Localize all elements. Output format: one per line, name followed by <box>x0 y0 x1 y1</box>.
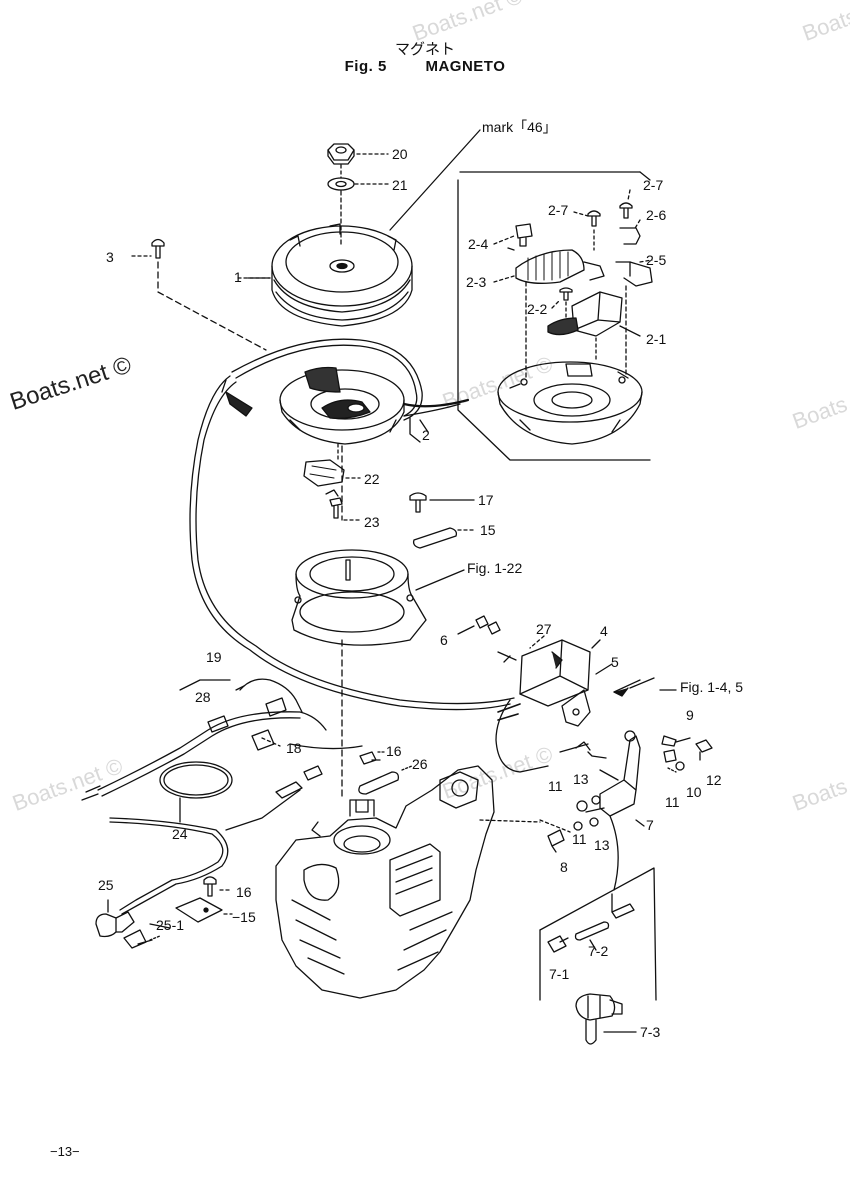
screw-part-23 <box>325 489 343 519</box>
part-label-25: 25 <box>98 877 114 893</box>
part-label-16-upper: 16 <box>386 743 402 759</box>
coil-detail-box <box>539 867 657 1001</box>
part-label-1: 1 <box>234 269 242 285</box>
part-label-13-lower: 13 <box>594 837 610 853</box>
part-label-22: 22 <box>364 471 380 487</box>
washer-part-21 <box>327 177 355 191</box>
part-label-12: 12 <box>706 772 722 788</box>
part-label-11-lower: 11 <box>572 831 587 847</box>
stator-base-part-2 <box>279 366 405 445</box>
mark-46-label: mark「46」 <box>482 119 557 135</box>
part-label-3: 3 <box>106 249 114 265</box>
ignition-coil-part-7 <box>559 730 641 891</box>
ref-label-fig-1-4-5: Fig. 1-4, 5 <box>680 679 744 695</box>
wire-harness <box>189 338 515 711</box>
figure-title: Fig. 5 MAGNETO <box>0 58 850 75</box>
part-label-9: 9 <box>686 707 694 723</box>
part-label-16-lower: 16 <box>236 884 252 900</box>
part-label-2-7: 2-7 <box>548 202 569 218</box>
clip-part-18 <box>251 729 275 751</box>
inset-detail-box <box>457 171 653 461</box>
part-label-2: 2 <box>422 427 430 443</box>
wire-loop-part-24 <box>159 761 233 799</box>
cap-part-25-1 <box>123 929 153 949</box>
cover-part-22 <box>303 459 345 487</box>
wire-cord-part-19 <box>235 678 303 713</box>
ref-label-fig-1-22: Fig. 1-22 <box>467 560 523 576</box>
plug-cap-part-7-3 <box>575 993 623 1045</box>
page-number: −13− <box>50 1144 80 1159</box>
part-label-2-3: 2-3 <box>466 274 487 290</box>
part-label-6: 6 <box>440 632 448 648</box>
part-label-7-3: 7-3 <box>640 1024 661 1040</box>
part-label-13-upper: 13 <box>573 771 589 787</box>
part-label-21: 21 <box>392 177 408 193</box>
figure-name: MAGNETO <box>425 58 506 75</box>
ignition-unit-part-4 <box>519 639 591 707</box>
screw-part-17 <box>409 492 427 513</box>
switch-part-25 <box>95 899 135 938</box>
part-label-2-7-top: 2-7 <box>643 177 664 193</box>
flywheel-part-1 <box>271 223 413 327</box>
part-label-7-2: 7-2 <box>588 943 609 959</box>
part-label-11-upper: 11 <box>548 778 563 794</box>
part-label-27: 27 <box>536 621 552 637</box>
part-label-26: 26 <box>412 756 428 772</box>
part-label-4: 4 <box>600 623 608 639</box>
part-label-23: 23 <box>364 514 380 530</box>
part-label-17: 17 <box>478 492 494 508</box>
figure-number: Fig. 5 <box>344 58 387 75</box>
part-label-5: 5 <box>611 654 619 670</box>
part-label-2-6: 2-6 <box>646 207 667 223</box>
part-label-15-lower: −15 <box>232 909 256 925</box>
bracket-part-5 <box>561 689 591 727</box>
part-label-11-right: 11 <box>665 794 680 810</box>
pin-part-15 <box>412 527 458 549</box>
part-label-18: 18 <box>286 740 302 756</box>
part-label-19: 19 <box>206 649 222 665</box>
part-label-2-5: 2-5 <box>646 252 667 268</box>
part-label-2-4: 2-4 <box>468 236 489 252</box>
nut-part-20 <box>327 143 355 165</box>
part-label-24: 24 <box>172 826 188 842</box>
part-label-7-1: 7-1 <box>549 966 570 982</box>
part-label-25-1: 25-1 <box>156 917 185 933</box>
screw-part-3 <box>151 238 165 259</box>
engine-block <box>275 765 495 999</box>
part-label-10: 10 <box>686 784 702 800</box>
part-label-8: 8 <box>560 859 568 875</box>
part-label-28: 28 <box>195 689 211 705</box>
part-label-7: 7 <box>646 817 654 833</box>
ring-plate <box>291 549 427 646</box>
title-japanese: マグネト <box>394 40 455 58</box>
part-label-20: 20 <box>392 146 408 162</box>
part-label-2-2: 2-2 <box>527 301 548 317</box>
part-label-2-1: 2-1 <box>646 331 667 347</box>
part-label-15: 15 <box>480 522 496 538</box>
